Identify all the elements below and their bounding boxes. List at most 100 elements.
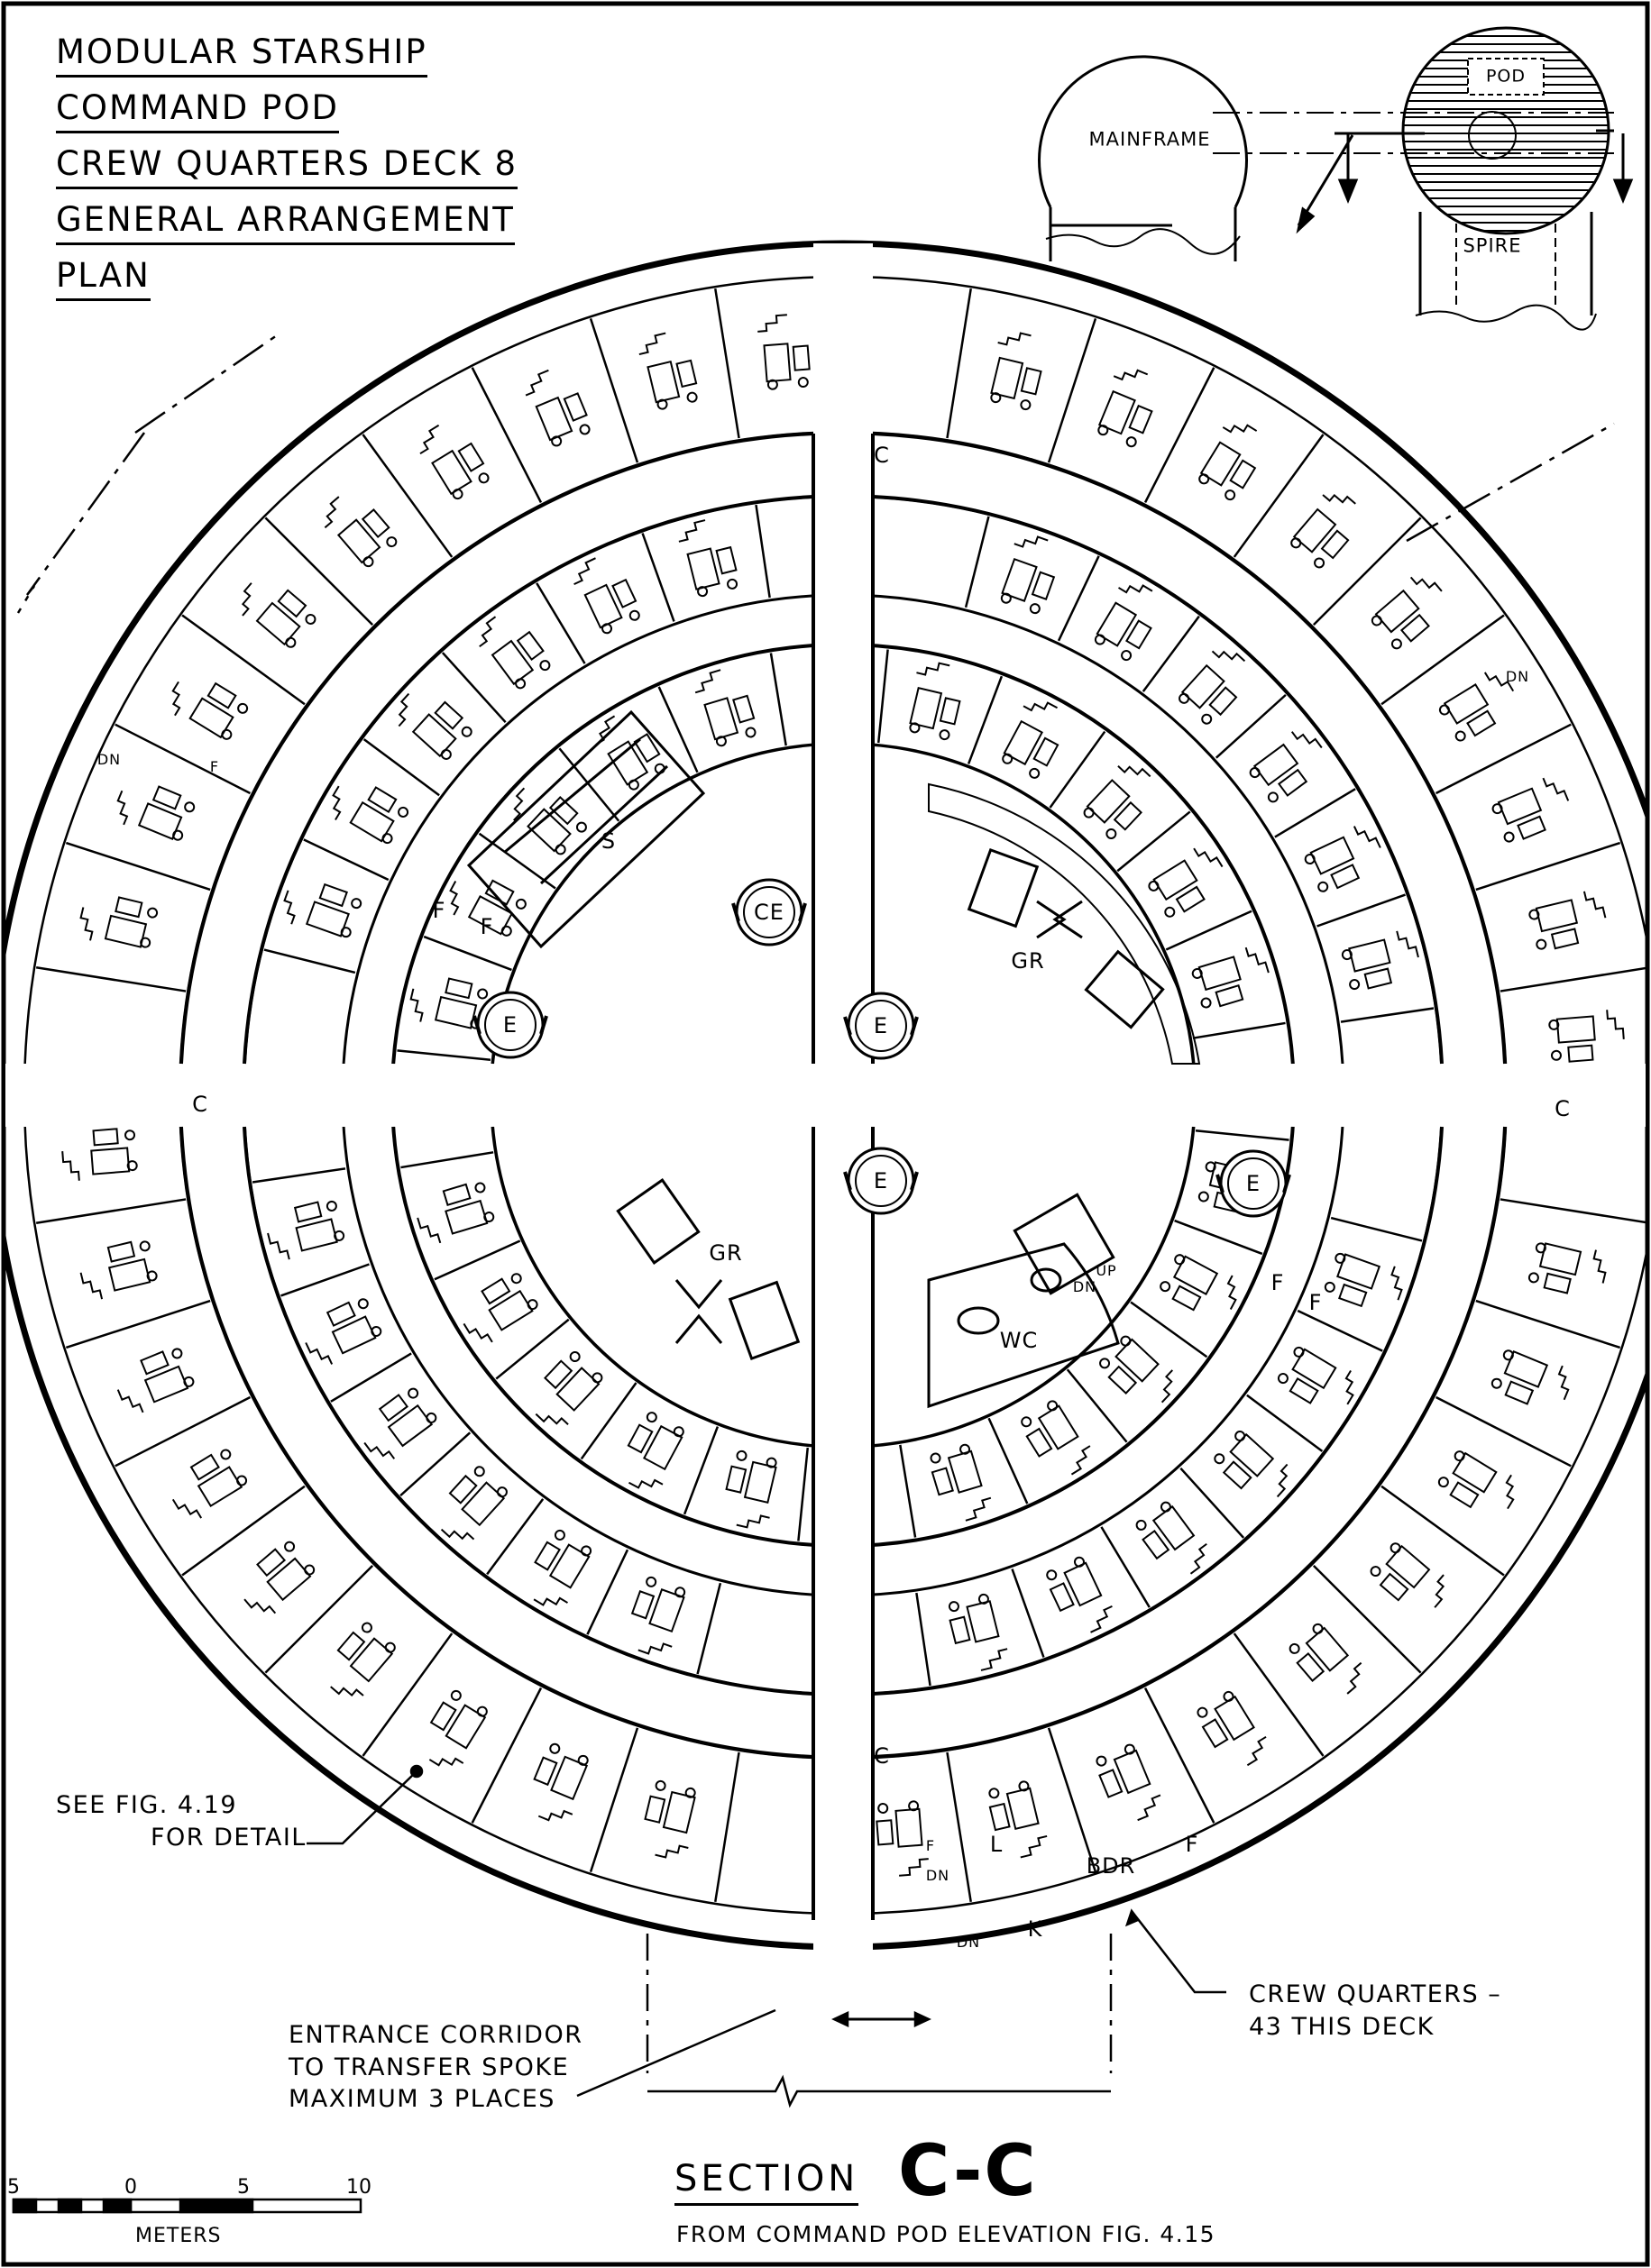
room-partition <box>441 652 507 724</box>
callout-entrance-line-2: TO TRANSFER SPOKE <box>289 2053 570 2081</box>
stair-dn-right: DN <box>1505 668 1530 685</box>
room-partition <box>1116 810 1191 873</box>
room-furniture <box>79 1240 158 1300</box>
room-furniture <box>1097 369 1153 448</box>
room-partition <box>797 1447 810 1541</box>
room-furniture <box>1324 1252 1403 1308</box>
stair-dn-bottom: DN <box>925 1867 950 1884</box>
room-partition <box>362 434 454 558</box>
room-furniture <box>573 557 640 635</box>
callout-detail-ref: SEE FIG. 4.19 FOR DETAIL <box>56 1789 307 1853</box>
room-furniture <box>948 1593 1008 1671</box>
room-furniture <box>417 1182 495 1244</box>
label-washroom: WC <box>999 1328 1039 1353</box>
room-partition <box>1330 1216 1423 1242</box>
room-furniture <box>1490 1349 1570 1405</box>
room-furniture <box>627 1412 684 1489</box>
room-furniture <box>116 785 196 841</box>
room-partition <box>1066 1368 1128 1443</box>
room-furniture <box>1371 576 1443 650</box>
room-furniture <box>1046 1556 1113 1633</box>
room-partition <box>397 1049 491 1062</box>
room-partition <box>967 675 1004 764</box>
game-room-lower <box>616 1178 801 1361</box>
room-furniture <box>1491 777 1570 843</box>
room-furniture <box>419 424 490 500</box>
room-furniture <box>1528 891 1607 950</box>
room-partition <box>181 1485 306 1577</box>
room-partition <box>899 1444 917 1538</box>
room-furniture <box>930 1443 992 1522</box>
elevator-center-shaft <box>843 992 919 1060</box>
room-partition <box>1435 723 1572 795</box>
room-partition <box>1274 788 1356 838</box>
room-furniture <box>1289 1623 1362 1695</box>
room-partition <box>1011 1568 1045 1658</box>
label-elevator-ce: CE <box>754 900 784 925</box>
stair-dn-left: DN <box>96 751 122 768</box>
room-furniture <box>1197 1690 1267 1767</box>
break-lines <box>16 332 1615 614</box>
room-partition <box>1500 1198 1646 1224</box>
label-quarters-living: L <box>989 1832 1004 1857</box>
room-furniture <box>479 616 551 690</box>
room-furniture <box>1099 1335 1173 1404</box>
room-furniture <box>1437 1450 1515 1510</box>
label-game-room-upper: GR <box>1011 948 1045 974</box>
title-line-3: CREW QUARTERS DECK 8 <box>56 144 518 189</box>
room-partition <box>536 582 586 664</box>
elevator-right-shaft <box>1215 1149 1291 1218</box>
room-furniture <box>1277 1346 1354 1405</box>
scale-tick-neg5: 5 <box>7 2176 20 2199</box>
room-furniture <box>1135 1501 1207 1575</box>
room-furniture <box>1148 847 1224 918</box>
room-partition <box>1340 1007 1435 1023</box>
corridor-edges <box>812 434 875 1920</box>
title-line-5: PLAN <box>56 256 151 301</box>
room-partition <box>264 517 374 626</box>
label-corridor-bottom: C <box>874 1743 890 1769</box>
room-furniture <box>267 1200 345 1260</box>
title-line-4: GENERAL ARRANGEMENT <box>56 200 515 245</box>
room-partition <box>1316 893 1406 928</box>
label-f-upper-1: F <box>432 898 446 923</box>
title-line-1: MODULAR STARSHIP <box>56 32 427 78</box>
room-partition <box>495 1318 570 1380</box>
room-furniture <box>1370 1542 1445 1608</box>
room-furniture <box>533 1529 592 1606</box>
label-elevator-lower: E <box>873 1168 889 1193</box>
room-furniture <box>463 1273 538 1343</box>
scale-tick-0: 0 <box>124 2176 137 2199</box>
room-partition <box>586 1549 629 1635</box>
room-partition <box>1174 1219 1263 1256</box>
room-furniture <box>332 785 409 845</box>
callout-crew-line-1: CREW QUARTERS – <box>1249 1980 1502 2008</box>
room-partition <box>1312 1564 1422 1674</box>
room-partition <box>330 1352 412 1403</box>
callout-detail-line-1: SEE FIG. 4.19 <box>56 1791 238 1819</box>
label-corridor-left: C <box>192 1092 208 1117</box>
room-partition <box>589 317 639 463</box>
room-partitions <box>35 288 1646 1903</box>
room-furniture <box>525 369 591 447</box>
room-partition <box>987 1417 1029 1504</box>
room-furniture <box>757 314 811 390</box>
label-corridor-right: C <box>1555 1096 1571 1121</box>
room-partition <box>264 1564 374 1674</box>
callout-detail-line-2: FOR DETAIL <box>151 1823 307 1852</box>
room-furniture <box>630 1576 686 1655</box>
room-furniture <box>513 787 587 855</box>
room-furniture <box>171 681 249 740</box>
room-furniture <box>1021 1400 1091 1476</box>
section-subtitle: FROM COMMAND POD ELEVATION FIG. 4.15 <box>676 2221 1216 2247</box>
room-partition <box>362 738 440 797</box>
room-partition <box>181 614 306 706</box>
room-furniture <box>1198 424 1258 501</box>
stair-f-bottom: F <box>925 1837 936 1854</box>
callout-crew-line-2: 43 THIS DECK <box>1249 2012 1435 2041</box>
washroom-block <box>927 1193 1120 1409</box>
room-partition <box>1475 1299 1621 1349</box>
room-furniture <box>1000 535 1056 615</box>
room-furniture <box>324 496 398 568</box>
